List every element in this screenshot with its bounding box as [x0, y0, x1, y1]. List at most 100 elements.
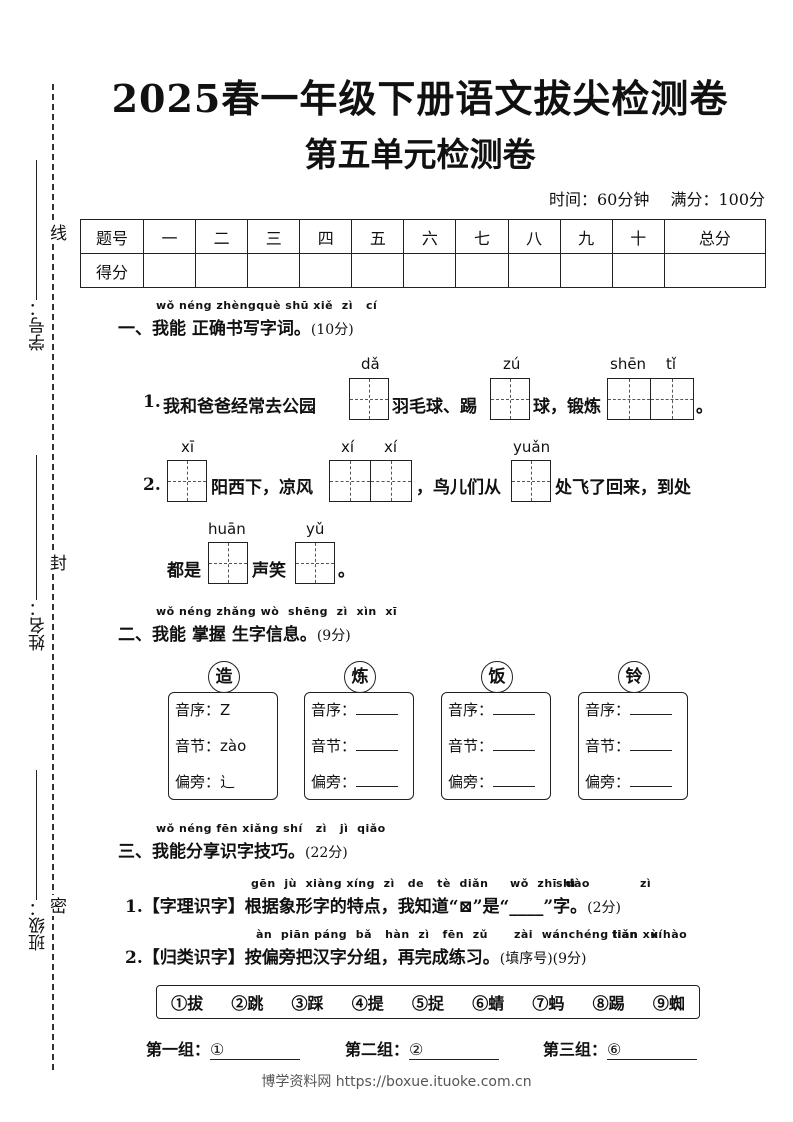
writing-box-ti[interactable] — [650, 378, 694, 420]
table-cell: 七 — [455, 219, 509, 254]
radical-label: 偏旁： — [311, 773, 357, 791]
score-cell[interactable] — [611, 253, 665, 288]
s3q1-text: 根据象形字的特点，我知道“ — [244, 897, 459, 917]
section1-title: 一、我能 正确书写字词。 — [118, 319, 311, 339]
s3q2-line: 2.【归类识字】按偏旁把汉字分组，再完成练习。(填序号)(9分) — [125, 943, 587, 968]
score-info: 满分：100分 — [670, 190, 765, 209]
writing-box-da[interactable] — [349, 378, 389, 420]
writing-box-xi-3[interactable] — [370, 460, 412, 502]
section2-title: 二、我能 掌握 生字信息。 — [118, 625, 317, 645]
char-info-card: 音序： 音节： 偏旁： — [441, 692, 551, 800]
group-1: 第一组：① — [146, 1036, 301, 1060]
info-row: 音节：zào — [175, 735, 277, 771]
list-item: ①拔 — [171, 994, 204, 1013]
info-row: 音序： — [448, 699, 550, 735]
writing-box-xi-2[interactable] — [329, 460, 371, 502]
pictograph-glyph: ⊠ — [458, 897, 473, 917]
radical-blank[interactable] — [630, 772, 673, 787]
character-list-box: ①拔 ②跳 ③踩 ④提 ⑤捉 ⑥蜻 ⑦蚂 ⑧踢 ⑨蜘 — [156, 985, 700, 1019]
page-title: 2025春一年级下册语文拔尖检测卷 — [111, 76, 729, 121]
group-1-answer[interactable]: ① — [210, 1040, 301, 1060]
section2-pinyin: wǒ néng zhǎng wò shēng zì xìn xī — [156, 605, 398, 618]
radical-label: 偏旁： — [448, 773, 494, 791]
list-item: ④提 — [351, 994, 384, 1013]
score-cell[interactable] — [455, 253, 509, 288]
score-cell[interactable] — [195, 253, 249, 288]
footer-watermark: 博学资料网 https://boxue.ituoke.com.cn — [261, 1074, 532, 1090]
radical-blank[interactable] — [356, 772, 399, 787]
writing-box-yu[interactable] — [295, 542, 335, 584]
pinyin-shen: shēn — [610, 355, 647, 373]
group-1-label: 第一组： — [146, 1040, 211, 1059]
table-cell: 八 — [507, 219, 561, 254]
group-3: 第三组：⑥ — [543, 1036, 698, 1060]
table-cell: 题号 — [80, 219, 144, 254]
info-row: 音序： — [585, 699, 687, 735]
list-item: ⑨蜘 — [652, 994, 685, 1013]
order-blank[interactable] — [356, 700, 399, 715]
table-cell: 三 — [247, 219, 301, 254]
info-row: 偏旁： — [585, 771, 687, 807]
writing-box-shen[interactable] — [607, 378, 651, 420]
score-cell[interactable] — [299, 253, 353, 288]
table-cell: 十 — [611, 219, 665, 254]
time-score-info: 时间：60分钟 满分：100分 — [533, 186, 765, 210]
info-row: 偏旁：辶 — [175, 771, 277, 807]
writing-box-yuan[interactable] — [511, 460, 551, 502]
score-cell[interactable] — [142, 253, 197, 288]
syllable-blank[interactable] — [356, 736, 399, 751]
score-cell[interactable] — [559, 253, 613, 288]
s3q2-num: 2. — [125, 948, 143, 968]
writing-box-huan[interactable] — [208, 542, 248, 584]
info-row: 音序：Z — [175, 699, 277, 735]
q1-text-2: 羽毛球、踢 — [392, 397, 477, 417]
table-cell: 总分 — [663, 219, 767, 254]
table-cell: 一 — [142, 219, 197, 254]
q2-text-2: ，鸟儿们从 — [416, 478, 501, 498]
score-cell[interactable] — [663, 253, 767, 288]
order-blank[interactable] — [630, 700, 673, 715]
s3q2-tag: 【归类识字】 — [142, 948, 245, 968]
name-label: 姓名： — [29, 600, 49, 651]
score-cell[interactable] — [507, 253, 561, 288]
info-row: 音节： — [448, 735, 550, 771]
char-circle-fan: 饭 — [481, 661, 513, 693]
binding-line-1 — [36, 160, 37, 300]
syllable-label: 音节： — [448, 737, 494, 755]
pinyin-da: dǎ — [361, 355, 380, 373]
binding-line-2 — [36, 455, 37, 600]
group-2-answer[interactable]: ② — [409, 1040, 500, 1060]
section3-points: (22分) — [305, 845, 348, 861]
group-3-answer[interactable]: ⑥ — [607, 1040, 698, 1060]
score-cell[interactable] — [351, 253, 405, 288]
char-info-card: 音序： 音节： 偏旁： — [578, 692, 688, 800]
syllable-value: zào — [220, 737, 247, 755]
q2-text-4: 都是 — [167, 561, 201, 581]
order-blank[interactable] — [493, 700, 536, 715]
table-cell: 得分 — [80, 253, 144, 288]
pinyin-yu: yǔ — [306, 520, 325, 538]
section1-pinyin: wǒ néng zhèngquè shū xiě zì cí — [156, 299, 378, 312]
syllable-blank[interactable] — [493, 736, 536, 751]
pinyin-zu: zú — [503, 355, 521, 373]
section3-pinyin: wǒ néng fēn xiǎng shí zì jì qiǎo — [156, 822, 386, 835]
s3q1-tag: 【字理识字】 — [142, 897, 245, 917]
score-cell[interactable] — [403, 253, 457, 288]
s3q2-text: 按偏旁把汉字分组，再完成练习。 — [244, 948, 500, 968]
s3q1-points: (2分) — [587, 900, 621, 916]
radical-label: 偏旁： — [585, 773, 631, 791]
section2-points: (9分) — [316, 628, 351, 644]
s3q1-text2: ”是“____”字。 — [472, 897, 588, 917]
s3q1-line: 1.【字理识字】根据象形字的特点，我知道“⊠”是“____”字。(2分) — [125, 892, 621, 917]
syllable-blank[interactable] — [630, 736, 673, 751]
writing-box-xi-1[interactable] — [167, 460, 207, 502]
list-item: ③踩 — [291, 994, 324, 1013]
radical-blank[interactable] — [493, 772, 536, 787]
pinyin-xi-2: xí — [341, 438, 355, 456]
table-cell: 五 — [351, 219, 405, 254]
score-table-score-row: 得分 — [80, 253, 767, 288]
score-table: 题号 一 二 三 四 五 六 七 八 九 十 总分 得分 — [80, 219, 767, 288]
score-cell[interactable] — [247, 253, 301, 288]
radical-value: 辶 — [220, 773, 236, 791]
writing-box-zu[interactable] — [490, 378, 530, 420]
